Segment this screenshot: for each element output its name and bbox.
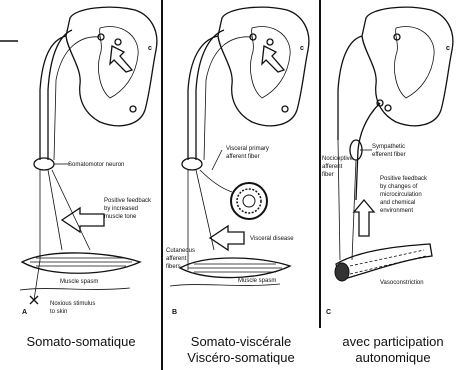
fiber-a-2 <box>48 170 62 250</box>
root-a-1 <box>40 36 66 160</box>
label-cutaneous-2: afferent <box>166 256 187 262</box>
label-feedback-c-3: microcirculation <box>380 192 422 198</box>
fiber-b-2 <box>196 170 214 250</box>
feedback-arrow-c <box>354 200 374 236</box>
label-feedback-c-2: by changes of <box>380 184 418 190</box>
panel-b-side-letter: c <box>300 45 304 52</box>
label-feedback-c-5: environment <box>380 208 413 214</box>
skin-a <box>20 288 130 290</box>
root-a-2 <box>48 30 72 160</box>
label-feedback-c-4: and chemical <box>380 200 415 206</box>
neuron-c-1 <box>394 34 400 40</box>
panel-b: c Visceral primary afferent fiber Viscer… <box>166 7 309 316</box>
cord-arrow-a <box>110 46 132 72</box>
panel-a-side-letter: c <box>148 45 152 52</box>
caption-middle: Somato-viscérale Viscéro-somatique <box>162 334 320 366</box>
feedback-arrow-a <box>62 208 104 232</box>
label-sympathetic-1: Sympathetic <box>372 144 405 150</box>
leader-visceral-b <box>212 150 222 170</box>
caption-left: Somato-somatique <box>0 334 162 350</box>
vessel-c <box>336 244 432 280</box>
muscle-fibers-a <box>30 258 132 266</box>
root-b-3 <box>204 37 252 160</box>
label-visceral-1: Visceral primary <box>226 146 269 152</box>
label-sympathetic-2: efferent fiber <box>372 152 406 158</box>
label-muscle-spasm-b: Muscle spasm <box>238 278 276 284</box>
neuron-b-2 <box>267 39 273 45</box>
visceral-organ-lumen-b <box>243 195 255 207</box>
label-feedback-c-1: Positive feedback <box>380 176 428 182</box>
root-a-3 <box>54 37 100 160</box>
label-somatomotor-neuron: Somatomotor neuron <box>68 162 124 168</box>
label-nociceptive-2: afferent <box>322 164 343 170</box>
spinal-cord-b <box>218 7 309 126</box>
caption-middle-line-2: Viscéro-somatique <box>162 350 320 366</box>
label-feedback-a-2: by increased <box>104 206 138 212</box>
panel-c-side-letter: c <box>446 45 450 52</box>
label-noxious-1: Noxious stimulus <box>50 301 95 307</box>
panel-a-letter: A <box>22 309 27 316</box>
visceral-fiber-b <box>200 170 232 192</box>
neuron-a-2 <box>115 39 121 45</box>
neuron-b-3 <box>282 106 288 112</box>
panel-c: c Sympathetic efferent fiber Nociceptive… <box>322 7 453 316</box>
skin-b <box>170 284 280 286</box>
caption-right-line-1: avec participation <box>320 334 466 350</box>
label-visceral-disease: Visceral disease <box>250 236 294 242</box>
cord-arrow-b <box>262 46 284 72</box>
muscle-fibers-b <box>188 264 282 272</box>
label-feedback-a-3: muscle tone <box>104 214 137 220</box>
spinal-cord-a <box>66 7 157 126</box>
label-vasoconstriction: Vasoconstriction <box>380 280 424 286</box>
ganglion-b <box>182 158 202 170</box>
label-muscle-spasm-a: Muscle spasm <box>60 279 98 285</box>
label-cutaneous-1: Cutaneous <box>166 248 195 254</box>
label-nociceptive-1: Nociceptive <box>322 156 354 162</box>
root-b-2 <box>196 30 224 160</box>
caption-right-line-2: autonomique <box>320 350 466 366</box>
label-feedback-a-1: Positive feedback <box>104 198 152 204</box>
panel-a: c Somatomotor neuron Positive feedback b… <box>20 7 157 316</box>
label-cutaneous-3: fibers <box>166 264 181 270</box>
ganglion-a <box>34 158 54 170</box>
neuron-a-3 <box>130 106 136 112</box>
fiber-a-1 <box>34 170 40 300</box>
fiber-a-3 <box>52 170 90 250</box>
caption-middle-line-1: Somato-viscérale <box>162 334 320 350</box>
panel-b-letter: B <box>172 309 177 316</box>
panel-c-letter: C <box>326 309 331 316</box>
caption-right: avec participation autonomique <box>320 334 466 366</box>
caption-left-text: Somato-somatique <box>26 334 135 349</box>
feedback-arrow-b <box>210 226 244 250</box>
neuron-c-3 <box>385 105 391 111</box>
root-c-1 <box>338 36 362 140</box>
label-noxious-2: to skin <box>50 309 67 315</box>
vessel-lumen-c <box>335 263 349 281</box>
label-nociceptive-3: fiber <box>322 172 334 178</box>
stimulus-a <box>30 296 38 304</box>
label-visceral-2: afferent fiber <box>226 154 260 160</box>
